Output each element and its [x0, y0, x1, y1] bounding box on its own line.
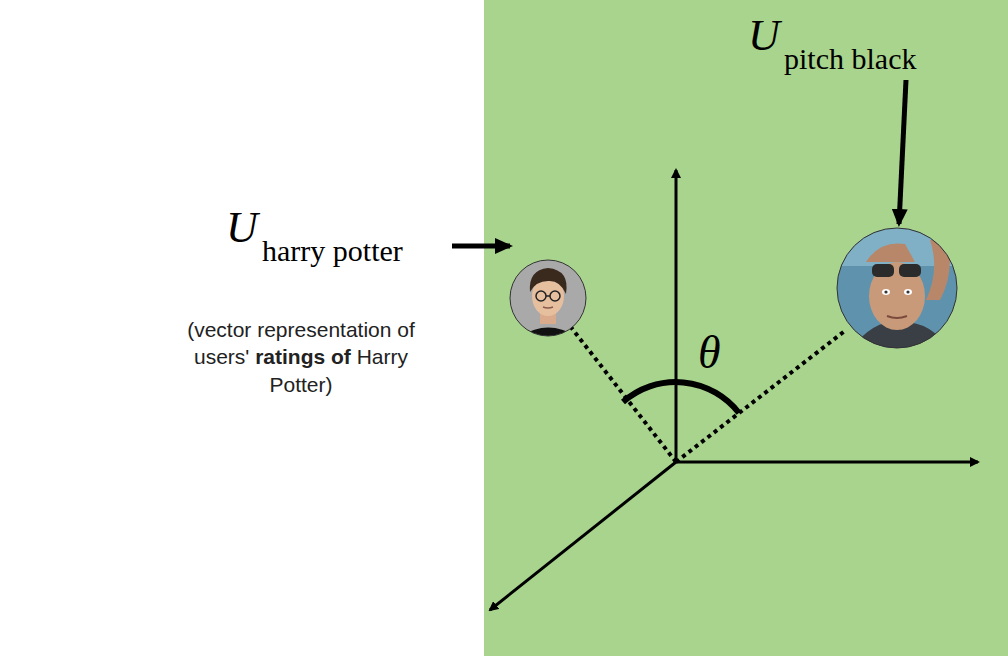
vector-subscript: harry potter — [262, 236, 403, 266]
harry-potter-photo — [505, 255, 595, 345]
angle-symbol: θ — [698, 330, 721, 376]
angle-arc — [623, 382, 739, 413]
vector-subscript: pitch black — [784, 44, 916, 74]
dotted-projections — [570, 326, 846, 462]
green-panel — [484, 0, 1008, 656]
emphasis-text: ratings of — [255, 345, 351, 368]
pointer-arrows — [452, 80, 906, 246]
vector-symbol: U — [226, 206, 258, 250]
explanation-note: (vector representation of users' ratings… — [170, 316, 432, 398]
vector-symbol: U — [748, 14, 780, 58]
axes — [490, 170, 978, 610]
pitch-black-photo — [835, 226, 959, 350]
